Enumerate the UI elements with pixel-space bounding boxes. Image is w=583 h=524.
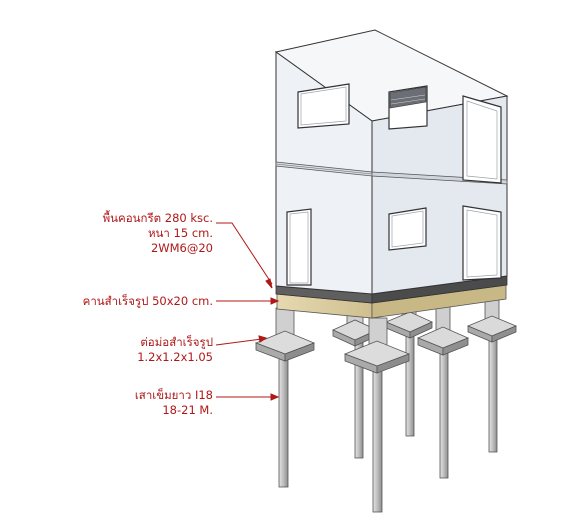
arrow-head — [270, 393, 280, 401]
footing-label: ต่อม่อสำเร็จรูป 1.2x1.2x1.05 — [137, 335, 213, 365]
window — [388, 207, 427, 251]
beam-label: คานสำเร็จรูป 50x20 cm. — [83, 294, 213, 309]
pile-cap-footing — [254, 307, 316, 362]
slab-label-line: หนา 15 cm. — [147, 226, 213, 240]
arrow-head — [270, 297, 280, 305]
slab-label: พื้นคอนกรีต 280 ksc. หนา 15 cm. 2WM6@20 — [103, 211, 213, 256]
window — [388, 85, 428, 130]
window-opening — [462, 95, 502, 184]
slab-leader-line — [216, 222, 273, 285]
pile-label: เสาเข็มยาว I18 18-21 M. — [135, 388, 213, 418]
arrow-head — [258, 335, 268, 343]
footing-leader-line — [215, 338, 263, 346]
footing-label-line: ต่อม่อสำเร็จรูป — [140, 335, 213, 349]
beam-label-line: คานสำเร็จรูป 50x20 cm. — [82, 294, 213, 308]
piles-front — [278, 344, 383, 513]
pile — [405, 327, 415, 437]
pile — [278, 344, 289, 488]
pile-cap-footing — [466, 299, 518, 343]
pile-cap-footing — [416, 305, 470, 356]
leader-lines — [215, 222, 280, 401]
footings-front — [254, 307, 411, 374]
slab-label-line: พื้นคอนกรีต 280 ksc. — [102, 211, 213, 225]
pile — [372, 361, 383, 513]
door — [286, 208, 312, 286]
window — [297, 83, 350, 129]
pile-cap-footing — [343, 317, 411, 374]
footing-label-line: 1.2x1.2x1.05 — [137, 350, 213, 364]
pile-label-line: เสาเข็มยาว I18 — [134, 388, 213, 402]
window-opening — [462, 205, 502, 281]
pile-label-line: 18-21 M. — [162, 403, 213, 417]
arrow-head — [265, 278, 273, 289]
pile — [488, 333, 498, 453]
openings — [286, 83, 502, 286]
slab-label-line: 2WM6@20 — [150, 241, 213, 255]
